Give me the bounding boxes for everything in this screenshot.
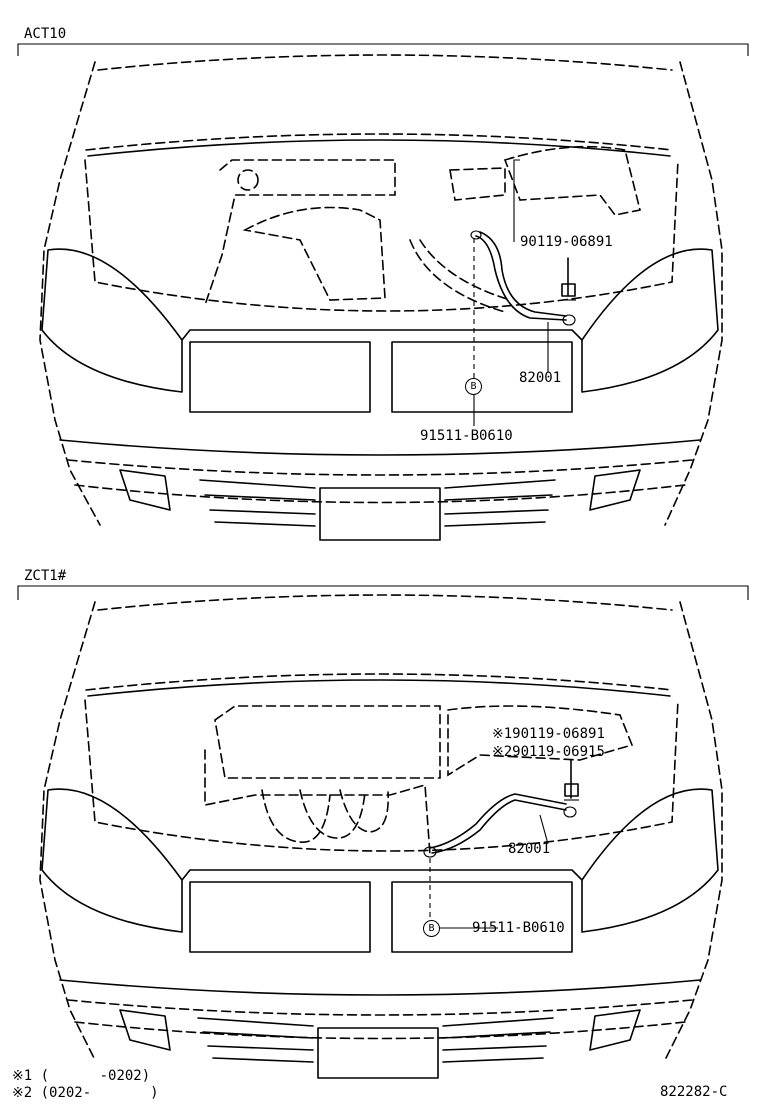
grommet-marker: B bbox=[465, 378, 482, 395]
footnote-1: ※1 ( -0202) bbox=[12, 1068, 151, 1084]
cable-part-number-label: 82001 bbox=[508, 841, 551, 857]
section-title-zct1: ZCT1# bbox=[24, 568, 67, 584]
engine-bay-diagram-act10 bbox=[17, 43, 749, 541]
grommet-part-number-label: 91511-B0610 bbox=[420, 428, 513, 444]
cable-part-number-label: 82001 bbox=[519, 370, 562, 386]
clip-part-number-label-1: ※190119-06891 bbox=[492, 726, 605, 742]
grommet-marker: B bbox=[423, 920, 440, 937]
grommet-part-number-label: 91511-B0610 bbox=[472, 920, 565, 936]
footnote-2: ※2 (0202- ) bbox=[12, 1085, 159, 1101]
engine-bay-diagram-zct1 bbox=[17, 585, 749, 1079]
figure-id: 822282-C bbox=[660, 1084, 728, 1100]
clip-part-number-label: 90119-06891 bbox=[520, 234, 613, 250]
clip-part-number-label-2: ※290119-06915 bbox=[492, 744, 605, 760]
section-title-act10: ACT10 bbox=[24, 26, 67, 42]
